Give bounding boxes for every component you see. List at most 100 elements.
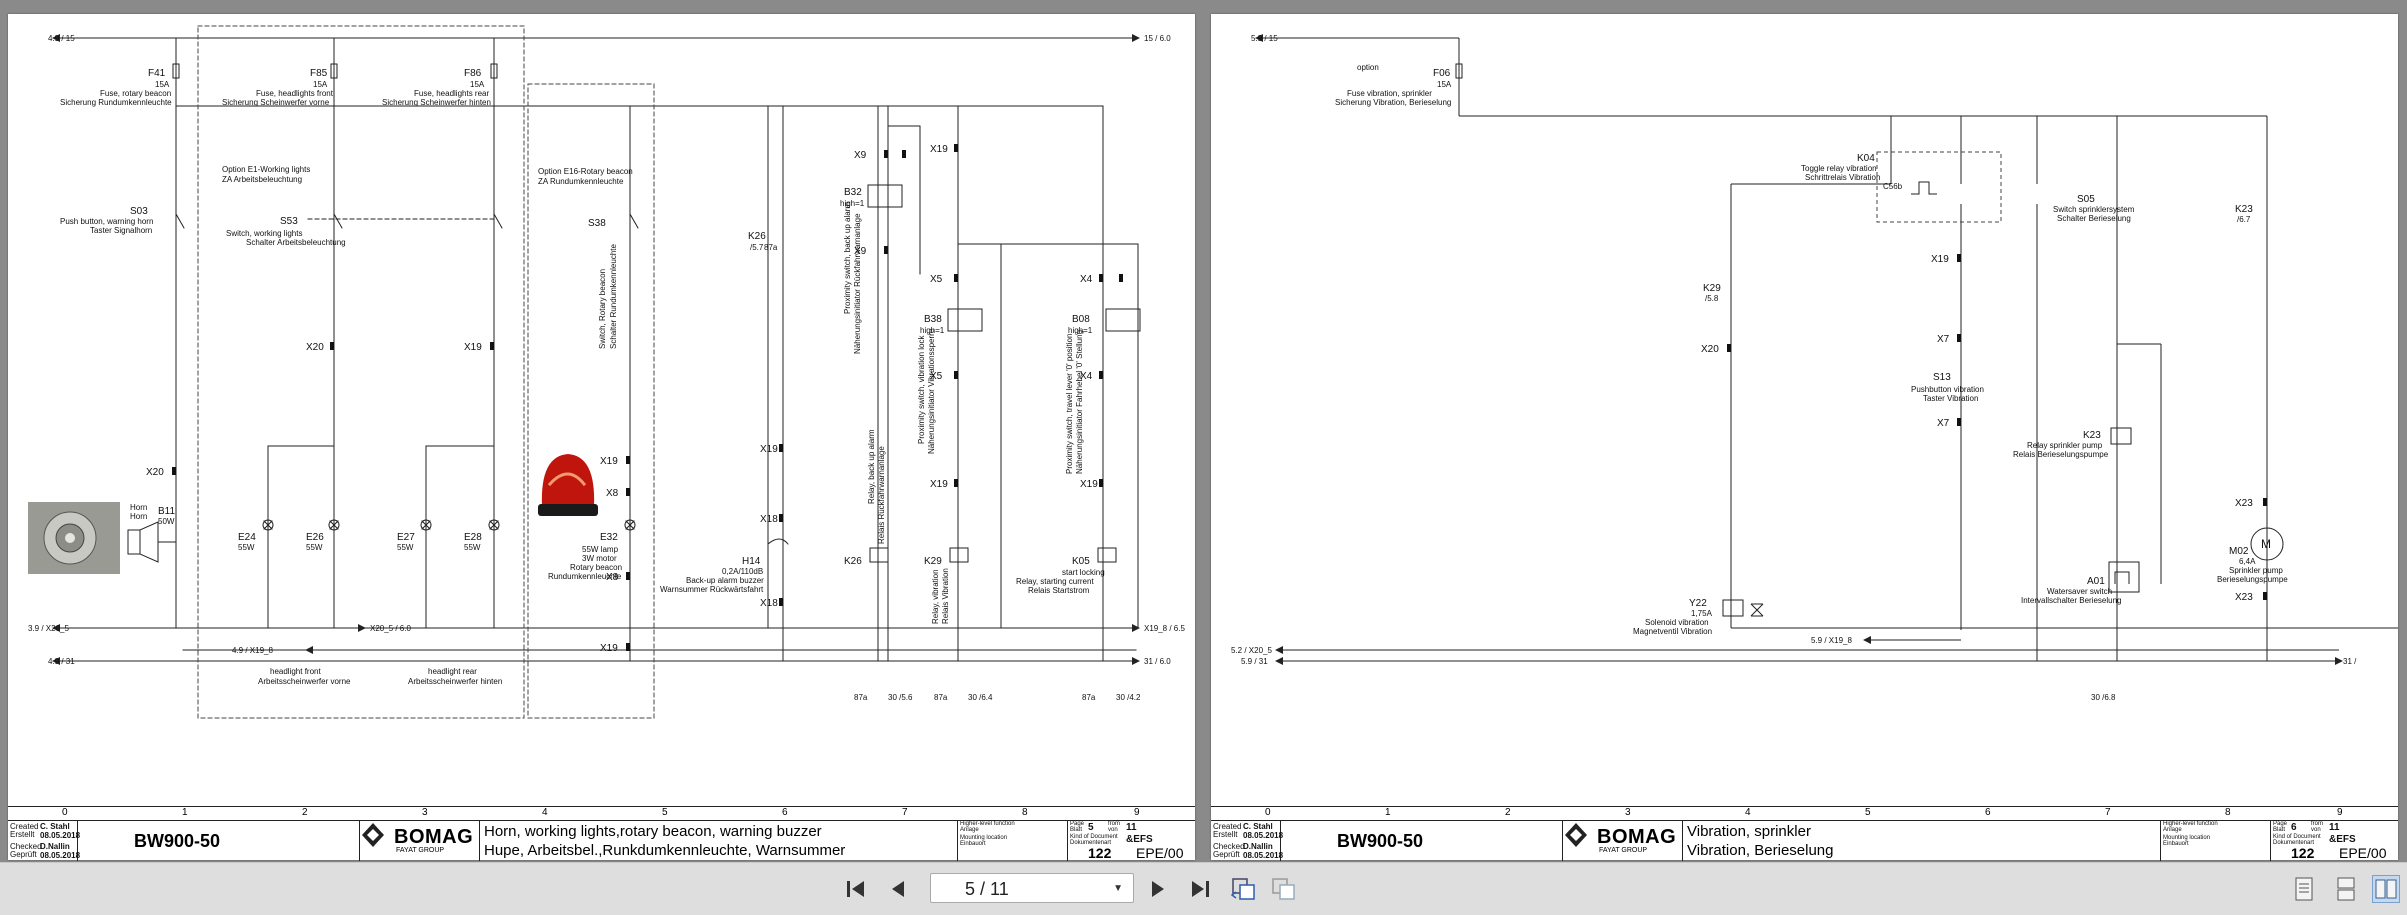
single-page-view-button[interactable] [2290, 875, 2318, 903]
s38-desc-de: Schalter Rundumkennleuchte [609, 243, 618, 349]
doc-number: 122 [2291, 845, 2315, 861]
option-e16-de: ZA Rundumkennleuchte [538, 177, 624, 186]
from-label-de: von [2311, 827, 2321, 833]
checked-label: Checked [1213, 842, 1245, 851]
go-forward-view-button[interactable] [1270, 875, 1298, 903]
headlight-rear-en: headlight rear [428, 667, 477, 676]
go-back-view-button[interactable] [1230, 875, 1258, 903]
f86-desc-en: Fuse, headlights rear [414, 89, 489, 98]
xref-2: 30 /6.4 [968, 693, 993, 702]
f41-desc-en: Fuse, rotary beacon [100, 89, 171, 98]
page-total: 11 [2329, 822, 2340, 833]
page-total: 11 [1126, 822, 1137, 833]
x4-3-label: X4 [1080, 371, 1093, 382]
forward-view-icon [1272, 878, 1295, 900]
xref-1: 30 /5.6 [888, 693, 913, 702]
back-view-icon [1230, 878, 1255, 900]
s03-label: S03 [130, 206, 148, 217]
a01-label: A01 [2087, 576, 2105, 587]
page-title-en: Horn, working lights,rotary beacon, warn… [484, 823, 822, 840]
doc-code: EPE/00 [1136, 845, 1184, 861]
xref-3: 30 /4.2 [1116, 693, 1141, 702]
k04-desc-de: Schrittrelais Vibration [1805, 173, 1880, 182]
horn-de: Horn [130, 512, 147, 521]
f85-rating: 15A [313, 80, 328, 89]
created-by: C. Stahl [40, 822, 70, 831]
previous-page-button[interactable] [884, 875, 912, 903]
s53-label: S53 [280, 216, 298, 227]
schematic-page-left: 4.9 / 15 15 / 6.0 F41 15A Fuse, rotary b… [8, 14, 1195, 861]
e32-desc-1: 55W lamp [582, 545, 619, 554]
rail-15-in: 5.9 / 15 [1251, 34, 1278, 43]
created-label-de: Erstellt [10, 830, 35, 839]
x19-3-label: X19 [930, 479, 948, 490]
m02-rating: 6,4A [2239, 557, 2256, 566]
first-page-button[interactable] [842, 875, 870, 903]
page-label-de: Blatt [2273, 827, 2286, 833]
viewer-toolbar: 5 / 11 ▼ [0, 862, 2407, 915]
x20-5-in: 3.9 / X20_5 [28, 624, 69, 633]
k05-desc-2: Relay, starting current [1016, 577, 1094, 586]
from-label: from [1108, 821, 1120, 827]
b32-label: B32 [844, 187, 862, 198]
y22-rating: 1,75A [1691, 609, 1713, 618]
rail-31-out: 31 / 6.0 [1144, 657, 1171, 666]
kind-label-de: Dokumentenart [1070, 840, 1112, 846]
page-selector[interactable]: 5 / 11 ▼ [930, 873, 1134, 903]
x19-5-label: X19 [600, 456, 618, 467]
horn-photo [28, 502, 120, 574]
brand-word: BOMAG [1597, 826, 1677, 848]
f41-label: F41 [148, 68, 166, 79]
page-label: Page [2273, 821, 2288, 827]
col-5: 5 [1865, 807, 1871, 818]
e28-label: E28 [464, 532, 482, 543]
b32-desc-de: Näherungsinitiator Rückfahrwarnanlage [853, 213, 862, 354]
h14-desc-de: Warnsummer Rückwärtsfahrt [660, 585, 764, 594]
xref-2-contact: 87a [934, 693, 948, 702]
xref-3-contact: 87a [1082, 693, 1096, 702]
k29-ref: /5.8 [1705, 294, 1719, 303]
continuous-view-button[interactable] [2332, 875, 2360, 903]
option-e16-en: Option E16-Rotary beacon [538, 167, 633, 176]
col-1: 1 [182, 807, 188, 818]
e24-rating: 55W [238, 543, 255, 552]
f85-desc-en: Fuse, headlights front [256, 89, 334, 98]
next-page-button[interactable] [1144, 875, 1172, 903]
brand-sub: FAYAT GROUP [396, 847, 445, 854]
f86-desc-de: Sicherung Scheinwerfer hinten [382, 98, 491, 107]
k26-desc-de: Relais Rückfahrwarnanlage [877, 446, 886, 544]
two-page-view-button[interactable] [2372, 875, 2400, 903]
s05-label: S05 [2077, 194, 2095, 205]
last-page-button[interactable] [1186, 875, 1214, 903]
headlight-rear-de: Arbeitsscheinwerfer hinten [408, 677, 502, 686]
rail-31-out: 31 / [2343, 657, 2357, 666]
x20-label: X20 [306, 342, 324, 353]
single-page-icon [2295, 877, 2313, 901]
bomag-logo-icon [1565, 823, 1587, 847]
x19-2-label: X19 [1080, 479, 1098, 490]
title-block-left: Created Erstellt Checked Geprüft C. Stah… [8, 820, 1195, 861]
k23-desc-de: Relais Berieselungspumpe [2013, 450, 2109, 459]
schematic-diagram-right: 5.9 / 15 option F06 15A Fuse vibration, … [1231, 34, 2398, 702]
option-e1-de: ZA Arbeitsbeleuchtung [222, 175, 302, 184]
col-6: 6 [1985, 807, 1991, 818]
k29-desc-en: Relay, vibration [931, 569, 940, 624]
x5-2-label: X5 [930, 274, 943, 285]
e27-rating: 55W [397, 543, 414, 552]
x19-1-label: X19 [930, 144, 948, 155]
x19-8-label: X19 [600, 643, 618, 654]
b38-label: B38 [924, 314, 942, 325]
column-numbers-left: 0 1 2 3 4 5 6 7 8 9 [8, 806, 1195, 821]
x20-horn-label: X20 [146, 467, 164, 478]
headlight-front-de: Arbeitsscheinwerfer vorne [258, 677, 351, 686]
e32-label: E32 [600, 532, 618, 543]
kind-label: Kind of Document [1070, 834, 1118, 840]
page-number: 5 [1088, 822, 1094, 833]
k23-coil-label: K23 [2083, 430, 2101, 441]
col-6: 6 [782, 807, 788, 818]
col-1: 1 [1385, 807, 1391, 818]
a01-desc-en: Watersaver switch [2047, 587, 2112, 596]
h14-desc-en: Back-up alarm buzzer [686, 576, 764, 585]
col-0: 0 [1265, 807, 1271, 818]
col-4: 4 [1745, 807, 1751, 818]
